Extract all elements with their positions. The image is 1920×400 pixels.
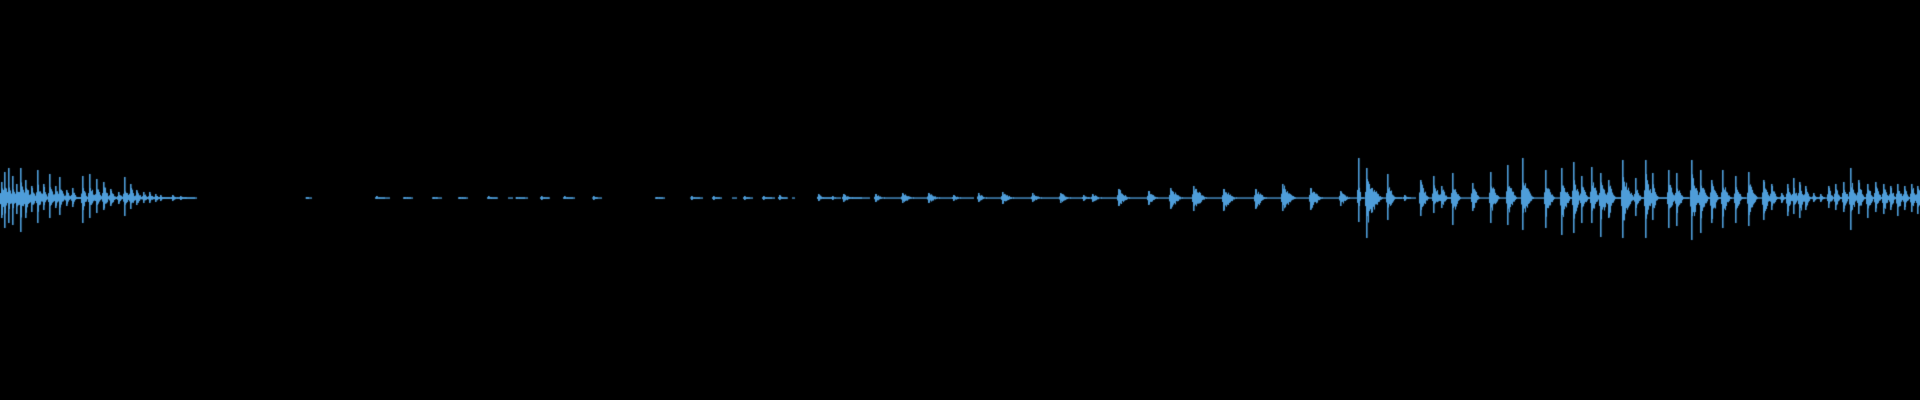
waveform-track[interactable]: [0, 0, 1920, 400]
audio-waveform-canvas[interactable]: [0, 0, 1920, 400]
